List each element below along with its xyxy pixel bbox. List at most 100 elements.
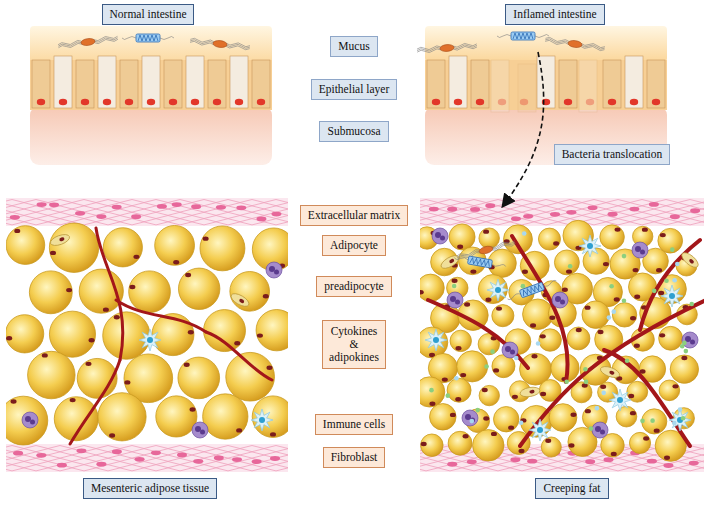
blood-vessel: [70, 360, 120, 444]
adipocyte-nucleus: [562, 288, 568, 292]
adipocyte-nucleus: [491, 432, 497, 436]
cytokine-dot: [490, 349, 495, 354]
fibroblast-cell: [112, 205, 122, 210]
fibroblast-cell: [523, 214, 533, 219]
adipocyte-nucleus: [42, 353, 48, 357]
adipocyte-cell: [256, 310, 288, 351]
cytokine-dot: [484, 364, 489, 369]
cytokine-dot: [452, 284, 457, 289]
adipocyte-cell: [659, 380, 680, 401]
label-text: Bacteria translocation: [562, 148, 663, 161]
cytokine-dot: [601, 391, 606, 396]
adipocyte-nucleus: [455, 397, 461, 401]
adipocyte-nucleus: [460, 373, 466, 377]
fibroblast-cell: [510, 457, 520, 462]
fibroblast-cell: [193, 459, 203, 464]
adipocyte-nucleus: [66, 288, 72, 292]
adipocyte-nucleus: [614, 297, 620, 301]
cell-nucleus: [564, 99, 572, 105]
adipocyte-nucleus: [549, 316, 555, 320]
label-box: Submucosa: [319, 121, 388, 142]
fibroblast-cell: [588, 205, 598, 210]
matrix-fiber: [6, 222, 288, 225]
immune-cell: [632, 242, 648, 258]
cytokine-dot: [568, 264, 573, 269]
immune-cell: [266, 262, 282, 278]
bacterium: [417, 42, 477, 54]
cytokine-dot: [446, 393, 451, 398]
adipocyte-nucleus: [540, 392, 546, 396]
adipocyte-nucleus: [109, 433, 115, 437]
preadipocyte-cell: [229, 291, 251, 309]
label-text: Mesenteric adipose tissue: [91, 482, 209, 495]
epithelial-cell: [142, 56, 160, 108]
adipocyte-nucleus: [124, 380, 130, 384]
fibroblast-cell: [157, 204, 167, 209]
adipocyte-nucleus: [421, 442, 427, 446]
cytokine-dot: [584, 380, 589, 385]
adipocyte-cell: [567, 327, 590, 350]
fibroblast-cell: [647, 459, 657, 464]
adipocyte-nucleus: [508, 425, 514, 429]
cytokine-dot: [650, 418, 655, 423]
adipocyte-cell: [6, 226, 45, 265]
epithelial-cell: [230, 56, 248, 108]
immune-cell: [462, 410, 478, 426]
preadipocyte-cell: [679, 250, 700, 270]
blood-vessel: [96, 228, 123, 360]
epithelial-cell: [471, 60, 489, 108]
fibroblast-cell: [96, 462, 106, 467]
cell-nucleus: [630, 99, 638, 105]
adipocyte-nucleus: [114, 315, 120, 319]
fibroblast-cell: [447, 207, 457, 212]
cytokine-dot: [611, 309, 616, 314]
fibroblast-cell: [112, 449, 122, 454]
adipocyte-cell: [6, 315, 44, 353]
cytokine-dot: [607, 315, 612, 320]
label-box: Mesenteric adipose tissue: [83, 478, 217, 499]
adipocyte-cell: [659, 326, 683, 350]
fibroblast-cell: [690, 208, 700, 213]
matrix-fiber: [420, 465, 704, 468]
adipocyte-cell: [670, 355, 698, 383]
bacterium: [122, 34, 174, 42]
cell-nucleus: [235, 99, 243, 105]
bacterium: [454, 254, 507, 271]
adipocyte-cell: [448, 431, 472, 455]
adipocyte-nucleus: [496, 306, 502, 310]
fibroblast-cell: [470, 207, 480, 212]
cell-nucleus: [37, 99, 45, 105]
blood-vessel: [520, 300, 704, 446]
label-text: Inflamed intestine: [513, 8, 596, 21]
adipocyte-cell: [447, 378, 471, 402]
adipocyte-cell: [457, 351, 488, 382]
epithelial-cell: [491, 60, 509, 112]
cytokine-dot: [640, 419, 645, 424]
label-text: Creeping fat: [543, 482, 600, 495]
matrix-fiber: [420, 216, 704, 219]
adipocyte-nucleus: [133, 255, 139, 259]
matrix-fiber: [420, 468, 704, 471]
adipocyte-nucleus: [50, 251, 56, 255]
epithelial-cell: [559, 60, 577, 108]
adipocyte-nucleus: [184, 363, 190, 367]
adipocyte-cell: [230, 272, 270, 312]
epithelial-cell: [164, 60, 182, 108]
adipocyte-cell: [28, 351, 75, 398]
matrix-fiber: [6, 203, 288, 206]
matrix-fiber: [6, 212, 288, 215]
fibroblast-cell: [135, 457, 145, 462]
adipocyte-cell: [430, 404, 457, 431]
cytokine-dot: [681, 416, 686, 421]
immune-cell: [592, 422, 608, 438]
adipocyte-nucleus: [70, 398, 76, 402]
label-text: Extracellular matrix: [308, 209, 400, 222]
adipocyte-nucleus: [420, 290, 424, 294]
cell-nucleus: [476, 99, 484, 105]
cytokine-dot: [475, 408, 480, 413]
adipocyte-cell: [449, 224, 475, 250]
adipocyte-nucleus: [483, 229, 489, 233]
cell-nucleus: [608, 99, 616, 105]
label-text: Cytokines & adipokines: [329, 325, 379, 364]
